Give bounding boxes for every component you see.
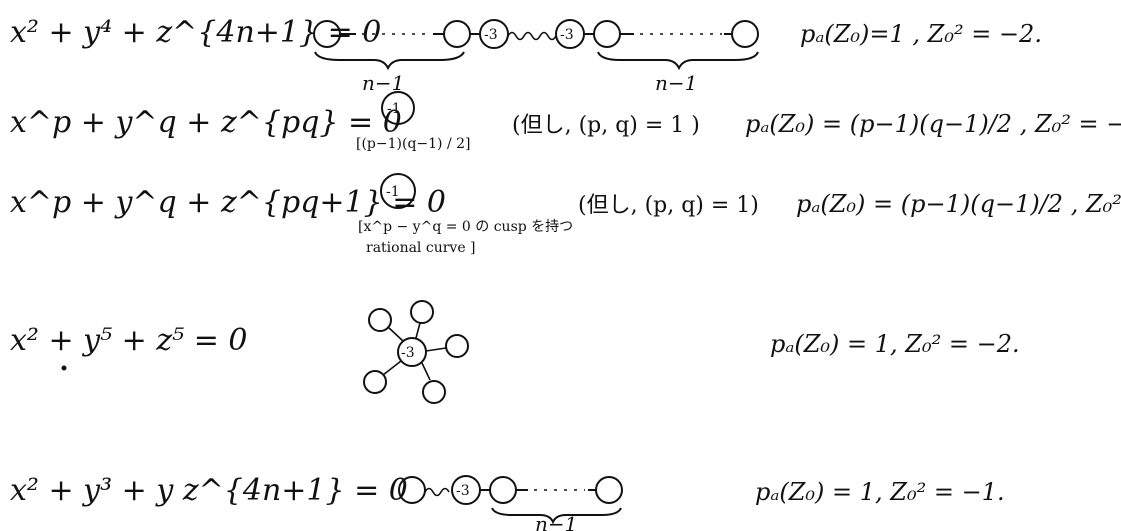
node	[443, 20, 471, 48]
row-4-invariants: pₐ(Z₀) = 1, Z₀² = −2.	[770, 330, 1020, 358]
node	[593, 20, 621, 48]
row-2-note: (但し, (p, q) = 1 )	[512, 113, 700, 138]
chain-label-right: n−1	[655, 71, 697, 95]
row-4: x² + y⁵ + z⁵ = 0 -3 pₐ(Z₀) = 1, Z₀² = −2…	[10, 300, 1020, 404]
wavy-edge	[424, 487, 450, 497]
node-weighted	[397, 337, 427, 367]
node-weight: -3	[560, 27, 574, 43]
row-1-invariants: pₐ(Z₀)=1 , Z₀² = −2.	[800, 20, 1042, 48]
node	[595, 476, 623, 504]
row-2: x^p + y^q + z^{pq} = 0 -1 [(p−1)(q−1) / …	[10, 91, 1121, 152]
row-4-star-graph: -3	[363, 300, 469, 404]
node	[489, 476, 517, 504]
node	[368, 308, 392, 332]
row-4-equation: x² + y⁵ + z⁵ = 0	[10, 323, 247, 358]
row-2-invariants: pₐ(Z₀) = (p−1)(q−1)/2 , Z₀² = −1.	[745, 110, 1121, 138]
row-1: x² + y⁴ + z^{4n+1} = 0 -3 -3 n−1 n−1 pₐ(	[10, 15, 1042, 95]
row-5-equation: x² + y³ + y z^{4n+1} = 0	[10, 473, 408, 508]
node-weighted	[479, 19, 509, 49]
node-sublabel: [(p−1)(q−1) / 2]	[356, 136, 471, 152]
row-3-equation: x^p + y^q + z^{pq+1} = 0	[10, 185, 446, 220]
node	[398, 476, 426, 504]
chain-label-left: n−1	[362, 71, 404, 95]
brace	[491, 507, 622, 525]
ink-dot	[61, 365, 67, 371]
node	[410, 300, 434, 324]
brace-left	[314, 51, 465, 71]
node-weight: -3	[401, 345, 415, 361]
node	[445, 334, 469, 358]
wavy-edge	[507, 31, 557, 41]
row-3-graph: -1 [x^p − y^q = 0 の cusp を持つ rational cu…	[358, 173, 573, 256]
row-5-invariants: pₐ(Z₀) = 1, Z₀² = −1.	[755, 478, 1005, 506]
row-3-note: (但し, (p, q) = 1)	[578, 193, 759, 218]
node	[422, 380, 446, 404]
node	[363, 370, 387, 394]
row-2-graph: -1 [(p−1)(q−1) / 2]	[356, 91, 471, 152]
brace-right	[597, 51, 759, 71]
node-sublabel-line-1: [x^p − y^q = 0 の cusp を持つ	[358, 219, 573, 235]
node-weighted	[381, 91, 415, 125]
row-5: x² + y³ + y z^{4n+1} = 0 -3 n−1 pₐ(Z₀) =…	[10, 473, 1005, 531]
row-3: x^p + y^q + z^{pq+1} = 0 -1 [x^p − y^q =…	[10, 173, 1121, 256]
node	[731, 20, 759, 48]
row-5-graph: -3 n−1	[398, 475, 623, 531]
node-weight: -1	[387, 101, 401, 117]
node-weight: -1	[386, 184, 400, 200]
node-weighted	[380, 173, 416, 209]
row-1-graph: -3 -3 n−1 n−1	[313, 19, 759, 95]
chain-label: n−1	[535, 512, 577, 531]
node-weight: -3	[484, 27, 498, 43]
row-3-invariants: pₐ(Z₀) = (p−1)(q−1)/2 , Z₀² = −1,	[796, 190, 1121, 218]
node-weight: -3	[456, 483, 470, 499]
row-2-equation: x^p + y^q + z^{pq} = 0	[10, 105, 402, 140]
node-sublabel-line-2: rational curve ]	[366, 240, 476, 256]
